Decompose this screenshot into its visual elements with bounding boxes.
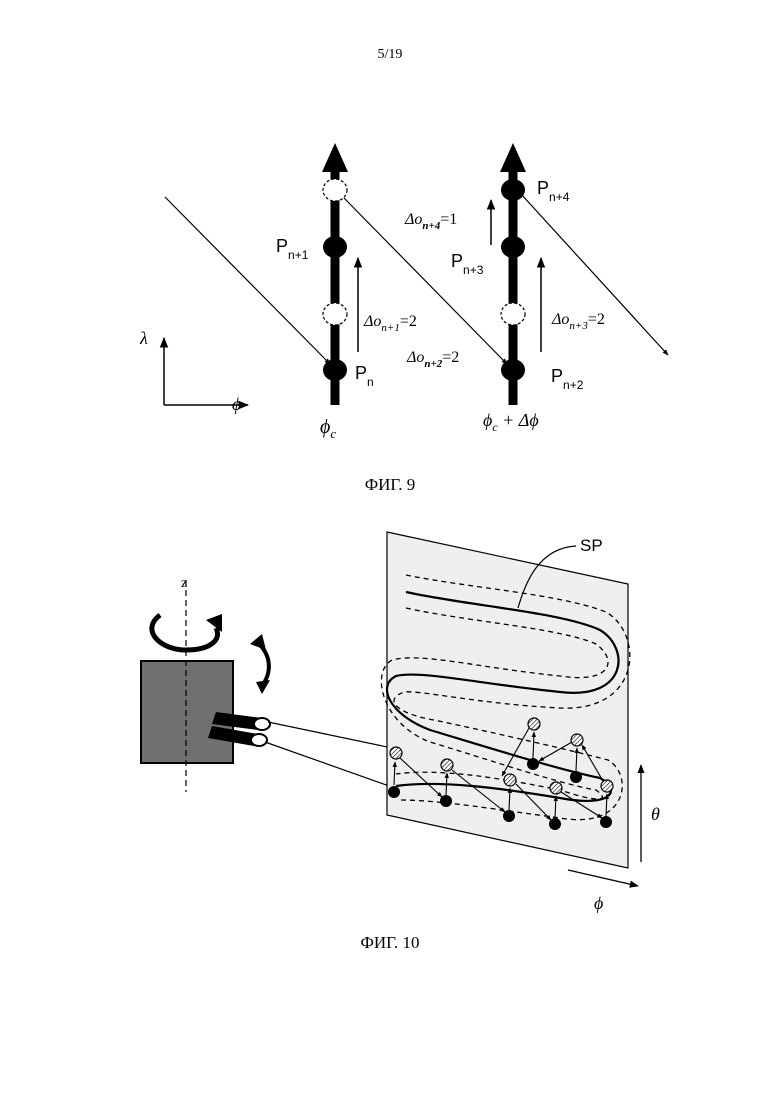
label-offset-n2: Δon+2=2 [406,349,459,370]
figure-9: λ ϕ Pn+1 Pn Pn+4 Pn+3 Pn+2 Δon+1= [139,143,668,441]
phi-axis-label: ϕ [232,394,241,414]
scan-line-3 [521,194,668,355]
label-offset-n4: Δon+4=1 [404,211,457,232]
arrowhead-up-right-icon [500,143,526,172]
axes-indicator: λ ϕ [139,328,248,414]
point-pn [323,359,347,381]
label-pn3: Pn+3 [451,251,484,277]
figure-9-caption: ФИГ. 9 [0,475,780,495]
point-pn2 [501,359,525,381]
phi-label: ϕ [594,893,603,913]
tilt-arrowhead-bottom [256,680,270,694]
label-pn4: Pn+4 [537,178,570,204]
beam-lower [265,742,392,787]
figure-10: z SP [141,532,660,913]
sp-label: SP [580,536,603,555]
point-pn1 [323,236,347,258]
empty-point-left-top [323,179,347,201]
scanner-body [141,661,233,763]
label-pn2: Pn+2 [551,366,584,392]
label-offset-n3: Δon+3=2 [551,311,605,332]
phi-c-label: ϕc [320,416,336,441]
phi-c-plus-delta-label: ϕc + Δϕ [483,410,539,434]
scan-line-1 [165,197,330,364]
tilt-arrowhead-top [250,634,266,650]
label-offset-n1: Δon+1=2 [363,313,417,334]
label-pn1: Pn+1 [276,236,309,262]
empty-point-left-mid [323,303,347,325]
point-pn3 [501,236,525,258]
beam-upper [268,722,392,748]
lambda-axis-label: λ [139,328,148,348]
figure-10-caption: ФИГ. 10 [0,933,780,953]
point-pn4 [501,179,525,201]
phi-axis [568,870,638,886]
label-pn: Pn [355,363,374,389]
empty-point-right-mid [501,303,525,325]
z-label: z [181,576,187,591]
arrowhead-up-left-icon [322,143,348,172]
theta-label: θ [651,804,660,824]
